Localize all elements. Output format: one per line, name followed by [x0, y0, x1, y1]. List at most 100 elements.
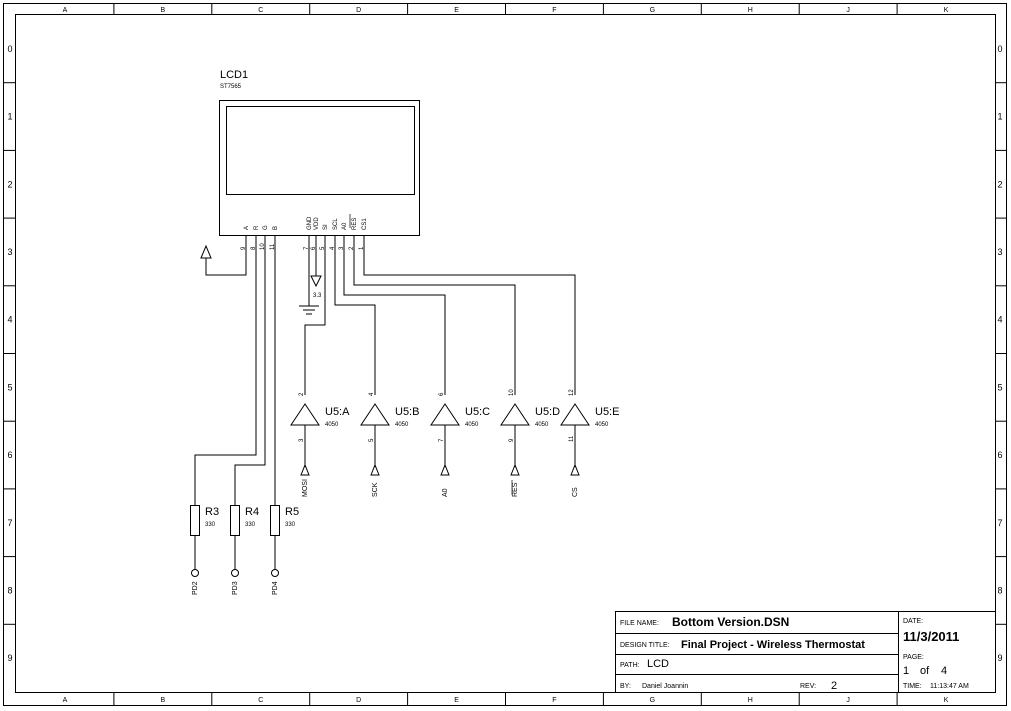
grid-row-label-right: 9 — [997, 653, 1002, 663]
inner-frame — [15, 14, 996, 693]
grid-row-label-left: 1 — [7, 112, 12, 122]
wire-res — [353, 236, 516, 395]
lcd-pin-number: 5 — [320, 246, 326, 250]
buffer-ref: U5:C — [465, 406, 490, 418]
grid-col-label-top: C — [258, 7, 263, 14]
grid-col-label-top: G — [650, 7, 655, 14]
resistor-ref: R3 — [205, 506, 219, 518]
grid-row-label-right: 8 — [997, 585, 1002, 595]
outer-frame — [3, 3, 1007, 706]
grid-row-label-left: 9 — [7, 653, 12, 663]
resistor-value: 330 — [245, 522, 256, 528]
lcd-pin-name: B — [273, 226, 279, 230]
grid-col-label-top: B — [161, 7, 166, 14]
buffer-triangle-icon — [290, 403, 320, 426]
lcd-pin-name: A0 — [342, 222, 348, 230]
input-port-icon — [370, 463, 380, 476]
grid-col-label-bottom: F — [552, 697, 556, 704]
lcd-pin-number: 4 — [330, 246, 336, 250]
lcd-pin-name: A — [244, 226, 250, 230]
buffer-part: 4050 — [395, 422, 409, 428]
input-port-icon — [510, 463, 520, 476]
buffer-part: 4050 — [595, 422, 609, 428]
buffer-signal: A0 — [442, 488, 449, 497]
grid-col-label-top: J — [846, 7, 850, 14]
buffer-in-pin: 9 — [509, 438, 515, 442]
lcd-pin-name: SCL — [333, 218, 339, 230]
resistor-port: PD3 — [232, 581, 239, 595]
buffer-in-pin: 7 — [439, 438, 445, 442]
input-port-icon — [300, 463, 310, 476]
by-label: BY: — [620, 683, 631, 690]
lcd-pin-name: CS1 — [362, 218, 368, 230]
date-value: 11/3/2011 — [903, 629, 959, 644]
buffer-out-pin: 12 — [569, 389, 575, 396]
lcd-ref: LCD1 — [220, 69, 248, 81]
grid-col-label-bottom: B — [161, 697, 166, 704]
path-label: PATH: — [620, 662, 640, 669]
input-port-icon — [440, 463, 450, 476]
grid-col-label-bottom: H — [748, 697, 753, 704]
design-title-label: DESIGN TITLE: — [620, 642, 670, 649]
buffer-part: 4050 — [535, 422, 549, 428]
buffer-triangle-icon — [430, 403, 460, 426]
page-total: 4 — [941, 665, 947, 677]
grid-row-label-left: 6 — [7, 450, 12, 460]
buffer-ref: U5:A — [325, 406, 350, 418]
grid-row-label-right: 5 — [997, 382, 1002, 392]
buffer-ref: U5:B — [395, 406, 419, 418]
grid-col-label-top: H — [748, 7, 753, 14]
resistor-ref: R5 — [285, 506, 299, 518]
lcd-pin-number: 10 — [260, 243, 266, 250]
wire-a — [205, 236, 247, 276]
wire-a0 — [343, 236, 446, 395]
page-label: PAGE: — [903, 654, 924, 661]
lcd-pin-name: VDD — [314, 217, 320, 230]
lcd-module: LCD1 ST7565 A9R8G10B11GND7VDD6SI5SCL4A03… — [219, 69, 420, 250]
lcd-pin-name: SI — [323, 224, 329, 230]
grid-row-label-left: 2 — [7, 179, 12, 189]
lcd-screen — [226, 106, 415, 195]
wires: 3.3 — [194, 236, 576, 505]
grid-col-label-top: A — [63, 7, 68, 14]
lcd-pin-name: R — [254, 225, 260, 230]
grid-row-label-left: 5 — [7, 382, 12, 392]
buffer-out-pin: 2 — [299, 392, 305, 396]
port-terminal-icon — [271, 569, 279, 577]
page-number: 1 — [903, 665, 909, 677]
date-label: DATE: — [903, 618, 923, 625]
resistor-icon — [230, 505, 240, 536]
lcd-pin-number: 6 — [311, 246, 317, 250]
resistor-ref: R4 — [245, 506, 259, 518]
resistor-icon — [190, 505, 200, 536]
buffer-out-pin: 10 — [509, 389, 515, 396]
path-value: LCD — [647, 658, 669, 670]
buffer-in-pin: 5 — [369, 438, 375, 442]
lcd-pin-number: 2 — [349, 246, 355, 250]
buffer-triangle-icon — [360, 403, 390, 426]
grid-col-label-top: K — [944, 7, 949, 14]
grid-col-label-bottom: A — [63, 697, 68, 704]
port-terminal-icon — [231, 569, 239, 577]
lcd-pin-number: 9 — [241, 246, 247, 250]
grid-col-label-bottom: C — [258, 697, 263, 704]
wire-g — [234, 236, 266, 505]
buffer-in-pin: 3 — [299, 438, 305, 442]
buffer-signal: CS — [572, 487, 579, 497]
lcd-pin-number: 7 — [304, 246, 310, 250]
grid-col-label-bottom: J — [846, 697, 850, 704]
grid-row-label-right: 2 — [997, 179, 1002, 189]
page-of-label: of — [920, 665, 930, 677]
time-value: 11:13:47 AM — [930, 683, 969, 690]
vdd-arrow-icon — [310, 275, 322, 288]
buffer-signal: SCK — [372, 482, 379, 497]
grid-row-label-left: 0 — [7, 44, 12, 54]
